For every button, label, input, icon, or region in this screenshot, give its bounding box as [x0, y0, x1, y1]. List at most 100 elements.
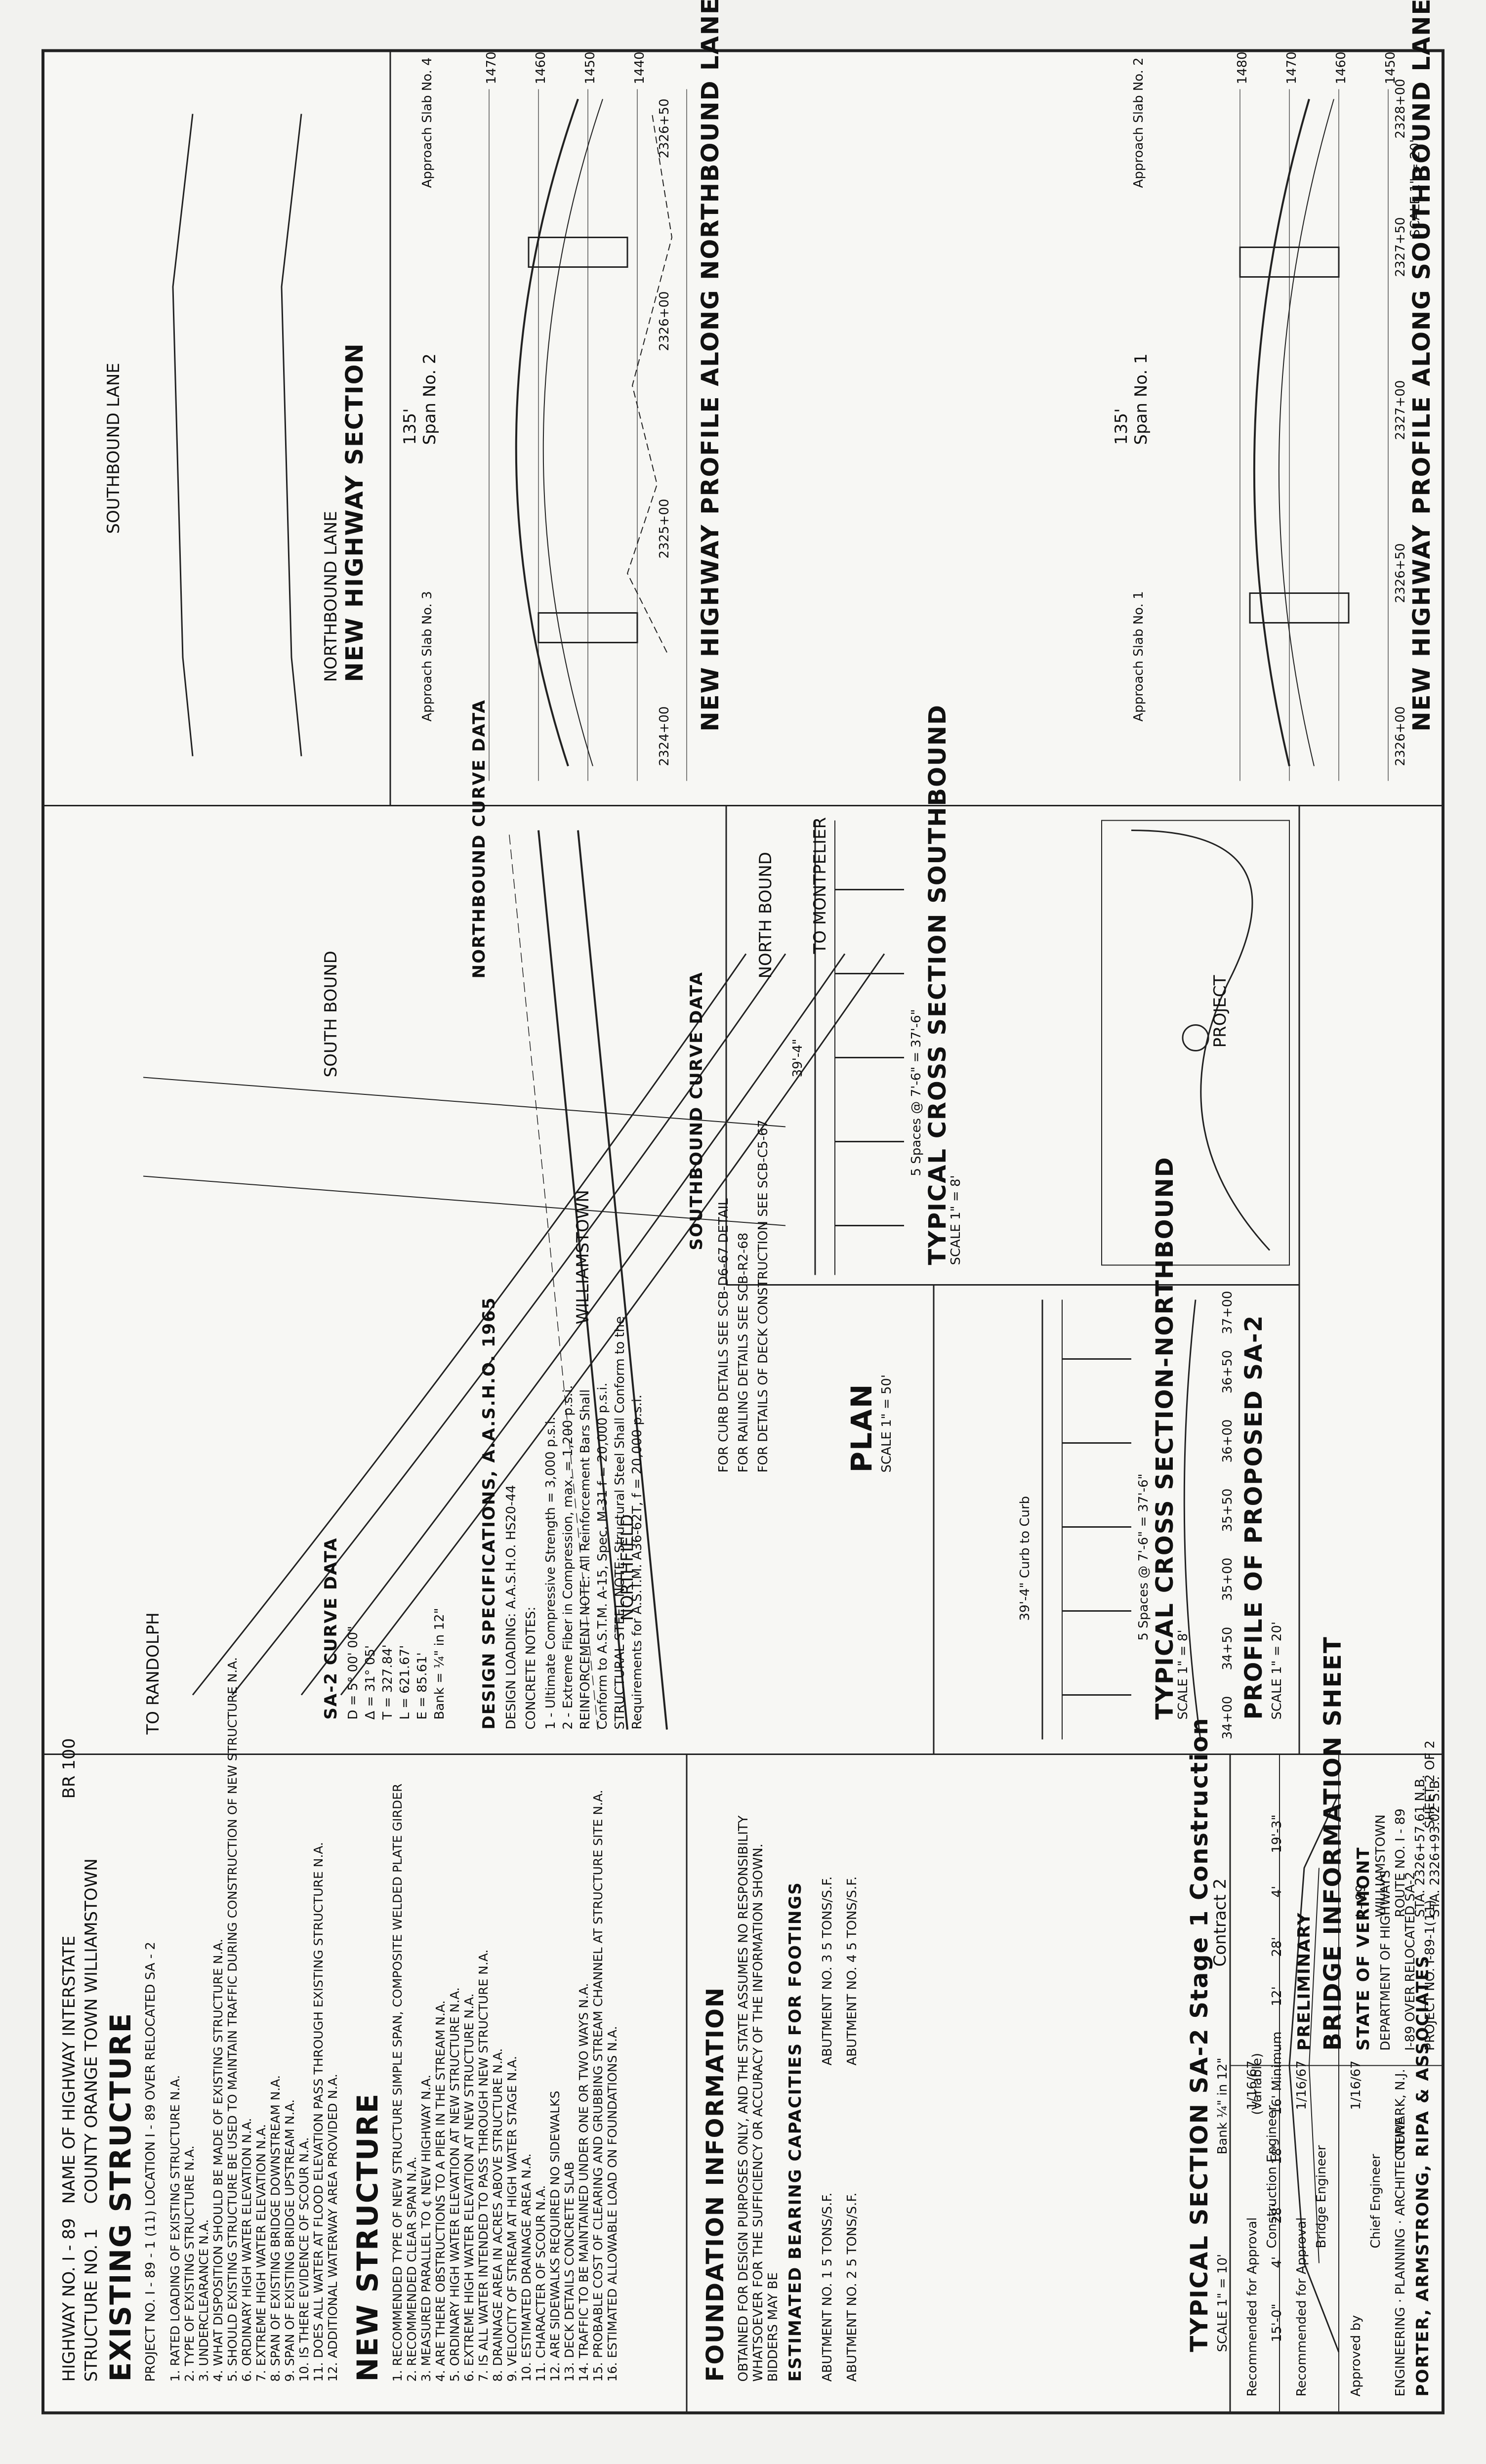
nb-section-sub: NORTHBOUND LANE: [321, 511, 341, 682]
to-randolph: TO RANDOLPH: [143, 1612, 163, 1735]
station-label: 34+50: [1220, 1627, 1235, 1671]
date-1: 1/16/67: [1245, 2060, 1260, 2110]
approach-slab-4: Approach Slab No. 4: [420, 57, 435, 188]
sheet-status: PRELIMINARY: [1294, 1912, 1314, 2051]
county-value: ORANGE: [82, 2056, 101, 2129]
dim-label: 15'-0": [1270, 2303, 1284, 2342]
station-label: 36+00: [1220, 1419, 1235, 1463]
nb-section-title: NEW HIGHWAY SECTION: [341, 342, 369, 682]
design-note: 1 - Ultimate Compressive Strength = 3,00…: [543, 1417, 558, 1730]
plan-scale: SCALE 1" = 50': [879, 1374, 894, 1473]
firm-city: NEWARK, N.J.: [1393, 2069, 1408, 2155]
sb-profile-title: NEW HIGHWAY PROFILE ALONG SOUTHBOUND LAN…: [1408, 0, 1436, 732]
existing-item: 8. SPAN OF EXISTING BRIDGE DOWNSTREAM N.…: [268, 2075, 283, 2382]
station-label: 2325+00: [657, 499, 672, 559]
xsec-sb-title: TYPICAL CROSS SECTION SOUTHBOUND: [924, 704, 951, 1265]
typical-section-scale: SCALE 1" = 10': [1215, 2254, 1230, 2352]
new-structure-item: 13. DECK DETAILS CONCRETE SLAB: [562, 2162, 577, 2382]
new-structure-item: 2. RECOMMENDED CLEAR SPAN N.A.: [405, 2156, 419, 2382]
date-2: 1/16/67: [1294, 2060, 1309, 2110]
approved-by: Approved by: [1349, 2315, 1363, 2397]
existing-item: 6. ORDINARY HIGH WATER ELEVATION N.A.: [240, 2118, 254, 2382]
dim-label: 12': [1270, 1986, 1284, 2006]
existing-item: 4. WHAT DISPOSITION SHOULD BE MADE OF EX…: [211, 1938, 225, 2382]
location-map-label: PROJECT: [1210, 975, 1230, 1048]
rotated-drawing: EXISTING STRUCTURE HIGHWAY NO. I - 89 NA…: [41, 0, 1445, 2415]
existing-structure-title: EXISTING STRUCTURE: [104, 2012, 137, 2382]
station-label: 35+00: [1220, 1557, 1235, 1601]
elev-label: 1450: [1383, 51, 1398, 84]
highway-no: HIGHWAY NO. I - 89: [59, 2218, 79, 2382]
dim-label: 16' Minimum: [1270, 2031, 1284, 2115]
elev-label: 1480: [1235, 51, 1250, 84]
station-label: 2327+00: [1393, 380, 1408, 440]
curve-data-line: L = 621.67': [398, 1645, 413, 1720]
station-label: 2327+50: [1393, 217, 1408, 277]
design-note: 2 - Extreme Fiber in Compression, max. =…: [561, 1385, 576, 1730]
station-label: 2328+00: [1393, 79, 1408, 139]
firm-name: PORTER, ARMSTRONG, RIPA & ASSOCIATES: [1413, 1955, 1433, 2397]
new-structure-item: 15. PROBABLE COST OF CLEARING AND GRUBBI…: [591, 1790, 605, 2382]
nb-span: Span No. 2: [420, 353, 440, 445]
elev-label: 1470: [1284, 51, 1299, 84]
elev-label: 1460: [534, 51, 548, 84]
role-chief: Chief Engineer: [1368, 2154, 1383, 2249]
new-structure-item: 10. ESTIMATED DRAINAGE AREA N.A.: [519, 2153, 534, 2382]
curb-note: FOR CURB DETAILS SEE SCB-D6-67 DETAIL: [716, 1198, 731, 1473]
new-structure-item: 12. ARE SIDEWALKS REQUIRED NO SIDEWALKS: [548, 2090, 562, 2382]
curve-data-title: SA-2 CURVE DATA: [321, 1537, 341, 1720]
new-structure-items: 1. RECOMMENDED TYPE OF NEW STRUCTURE SIM…: [390, 1769, 619, 2382]
bearing-capacities-title: ESTIMATED BEARING CAPACITIES FOR FOOTING…: [785, 1881, 805, 2382]
xsec-sb-spaces: 5 Spaces @ 7'-6" = 37'-6": [909, 1009, 924, 1176]
to-montpelier: TO MONTPELIER: [810, 817, 830, 954]
sheet-title: BRIDGE INFORMATION SHEET: [1319, 1636, 1347, 2051]
approach-slab-1: Approach Slab No. 1: [1131, 591, 1146, 722]
rail-note: FOR RAILING DETAILS SEE SCB-R2-68: [736, 1232, 751, 1473]
existing-item: 1. RATED LOADING OF EXISTING STRUCTURE N…: [168, 2075, 182, 2382]
firm-sub: ENGINEERING · PLANNING · ARCHITECTURE: [1393, 2117, 1408, 2397]
recommended-2: Recommended for Approval: [1294, 2217, 1309, 2397]
curve-data-line: E = 85.61': [415, 1652, 430, 1720]
sb-span-len: 135': [1112, 408, 1131, 445]
north-bound-label: NORTH BOUND: [756, 852, 776, 979]
new-structure-item: 4. ARE THERE OBSTRUCTIONS TO A PIER IN T…: [433, 2000, 448, 2382]
existing-item: 12. ADDITIONAL WATERWAY AREA PROVIDED N.…: [326, 2074, 340, 2382]
location-value: I - 89 OVER RELOCATED SA - 2: [143, 1942, 158, 2137]
sb-profile-scale: SCALE 1" = 20': [1408, 139, 1423, 238]
station-label: 35+50: [1220, 1488, 1235, 1532]
curve-data-line: Δ = 31° 05': [363, 1645, 378, 1720]
plan-title: PLAN: [845, 1383, 878, 1473]
new-structure-item: 1. RECOMMENDED TYPE OF NEW STRUCTURE SIM…: [390, 1783, 405, 2382]
foundation-title: FOUNDATION INFORMATION: [702, 1986, 729, 2382]
station-label: 34+00: [1220, 1696, 1235, 1740]
new-structure-item: 9. VELOCITY OF STREAM AT HIGH WATER STAG…: [505, 2056, 519, 2382]
existing-item: 7. EXTREME HIGH WATER ELEVATION N.A.: [254, 2124, 268, 2382]
elev-label: 1440: [632, 51, 647, 84]
dim-label: 4': [1270, 1885, 1284, 1898]
design-note: REINFORCEMENT NOTE: All Reinforcement Ba…: [578, 1389, 593, 1730]
xsec-nb-width: 39'-4" Curb to Curb: [1018, 1496, 1032, 1621]
abutment-3: ABUTMENT NO. 3 5 TONS/S.F.: [820, 1876, 835, 2066]
sheet-ref: BR 100: [59, 1738, 79, 1799]
curve-data-line: T = 327.84': [380, 1644, 395, 1720]
design-loading: DESIGN LOADING: A.A.S.H.O. HS20-44: [504, 1485, 519, 1730]
highway-no-value: I - 89: [59, 2218, 79, 2261]
dim-label: 28': [1270, 1937, 1284, 1957]
xsec-nb-title: TYPICAL CROSS SECTION-NORTHBOUND: [1151, 1156, 1179, 1720]
role-construction: Construction Engineer: [1265, 2105, 1280, 2249]
county-town: COUNTY ORANGE TOWN WILLIAMSTOWN: [82, 1858, 101, 2204]
date-3: 1/16/67: [1349, 2060, 1363, 2110]
typical-section-title: TYPICAL SECTION SA-2 Stage 1 Constructio…: [1186, 1717, 1213, 2352]
existing-item: 3. UNDERCLEARANCE N.A.: [197, 2219, 211, 2382]
highway-name-value: INTERSTATE: [59, 1935, 79, 2037]
williamstown-label: WILLIAMSTOWN: [573, 1190, 593, 1325]
deck-note: FOR DETAILS OF DECK CONSTRUCTION SEE SCB…: [756, 1120, 771, 1473]
dim-label: 19'-3": [1270, 1814, 1284, 1853]
structure-no-value: 1: [82, 2228, 101, 2239]
curve-data-line: Bank = ¼" in 12": [432, 1608, 447, 1720]
new-structure-item: 7. IS ALL WATER INTENDED TO PASS THROUGH…: [476, 1949, 491, 2382]
role-bridge: Bridge Engineer: [1314, 2145, 1329, 2249]
sb-span: Span No. 1: [1131, 353, 1151, 445]
tb-sheet: SHEET 2 OF 2: [1423, 1740, 1438, 1829]
tb-route: I - 89: [1354, 1884, 1368, 1918]
